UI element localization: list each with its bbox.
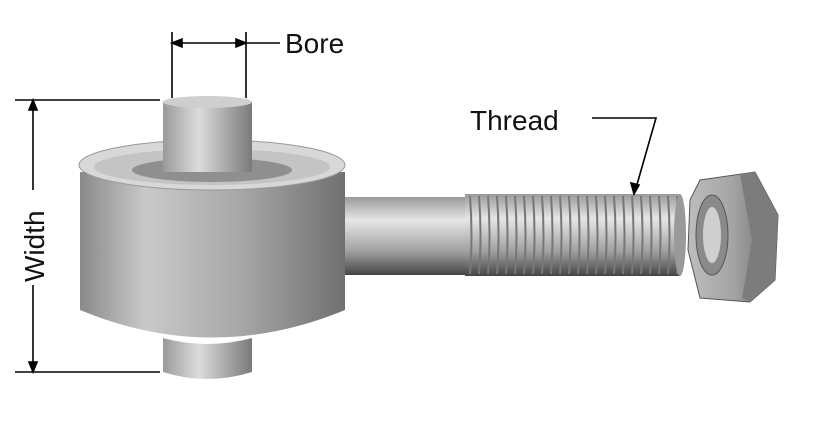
thread-ridge [505,195,509,275]
thread-ridge [541,195,545,275]
bore-dimension [169,32,280,98]
thread-ridge [478,195,482,275]
thread-ridge [649,195,653,275]
thread-ridge [469,195,473,275]
thread-ridge [595,195,599,275]
thread-ridge [631,195,635,275]
hex-nut [687,171,779,303]
thread-ridge [586,195,590,275]
threaded-section [465,194,686,276]
thread-ridge [523,195,527,275]
thread-ridge [496,195,500,275]
thread-ridge [667,195,671,275]
width-dimension [15,97,160,375]
thread-ridge [550,195,554,275]
thread-ridge [514,195,518,275]
thread-ridge [559,195,563,275]
thread-ridge [604,195,608,275]
thread-ridge [532,195,536,275]
thread-ridge [622,195,626,275]
width-label: Width [19,210,50,282]
pin [163,96,252,379]
thread-ridge [613,195,617,275]
thread-ridge [658,195,662,275]
bore-label: Bore [285,28,344,59]
shank [335,197,470,275]
thread-ridge [577,195,581,275]
thread-ridge [568,195,572,275]
thread-label: Thread [470,105,559,136]
thread-ridge [640,195,644,275]
thread-leader [592,117,658,197]
thread-ridge [487,195,491,275]
